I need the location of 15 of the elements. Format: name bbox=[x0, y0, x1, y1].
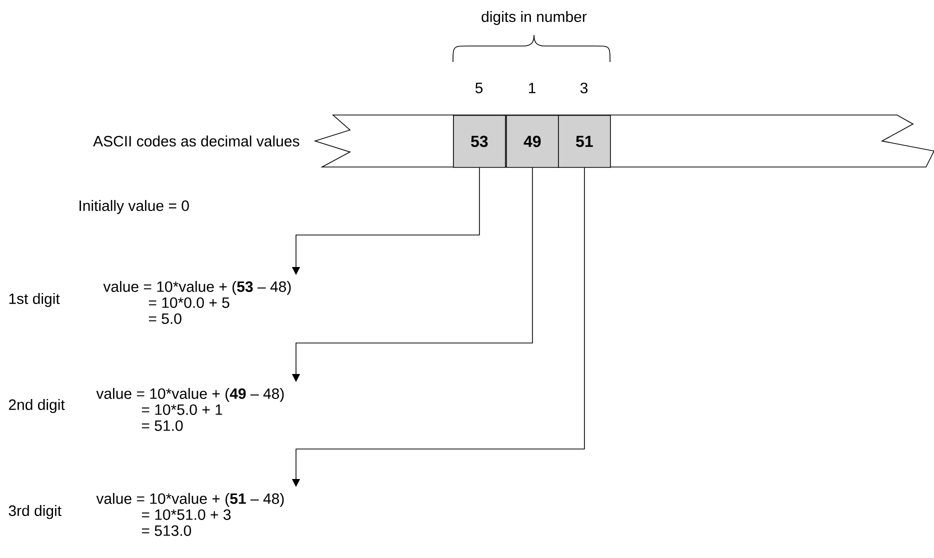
step-label: 1st digit bbox=[9, 293, 60, 307]
value-cell: 49 bbox=[506, 115, 559, 168]
step-label: 2nd digit bbox=[8, 399, 65, 413]
digit-label: 3 bbox=[580, 82, 588, 94]
value-cell: 51 bbox=[558, 115, 611, 168]
brace-label: digits in number bbox=[482, 11, 587, 25]
calculation-text: value = 10*value + (49 – 48) = 10*5.0 + 1 = 51.0 bbox=[96, 388, 284, 431]
value-cell: 53 bbox=[453, 115, 506, 168]
calculation-text: value = 10*value + (51 – 48) = 10*51.0 + 3 = 513.0 bbox=[96, 492, 284, 536]
digit-label: 1 bbox=[528, 82, 536, 94]
strip-label: ASCII codes as decimal values bbox=[93, 136, 300, 146]
digit-label: 5 bbox=[475, 82, 483, 94]
step-label: 3rd digit bbox=[8, 505, 62, 519]
note: Initially value = 0 bbox=[80, 200, 189, 214]
calculation-text: value = 10*value + (53 – 48) = 10*0.0 + 5 = 5.0 bbox=[103, 280, 291, 324]
